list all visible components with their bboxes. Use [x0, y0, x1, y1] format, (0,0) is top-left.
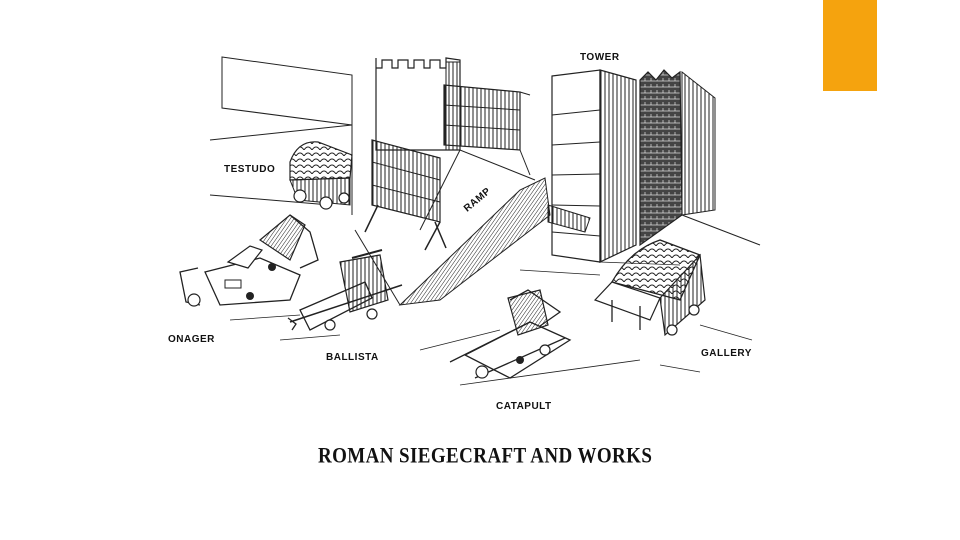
gallery [593, 239, 706, 337]
palisade-rear [443, 84, 531, 176]
label-catapult: CATAPULT [496, 401, 552, 412]
label-gallery: GALLERY [701, 348, 752, 359]
onager [179, 214, 319, 307]
ballista [287, 249, 403, 331]
label-onager: ONAGER [168, 334, 215, 345]
label-tower: TOWER [580, 52, 620, 63]
city-wall [209, 56, 353, 215]
mantlet-screen [364, 139, 447, 251]
accent-block [823, 0, 877, 91]
label-ballista: BALLISTA [326, 352, 379, 363]
ground-lines [229, 261, 753, 373]
figure-caption: ROMAN SIEGECRAFT AND WORKS [318, 444, 653, 469]
catapult [449, 289, 641, 386]
testudo [289, 141, 353, 210]
label-testudo: TESTUDO [224, 164, 276, 175]
siege-tower [547, 69, 637, 263]
stone-tower [639, 69, 761, 247]
ramp [354, 149, 551, 306]
